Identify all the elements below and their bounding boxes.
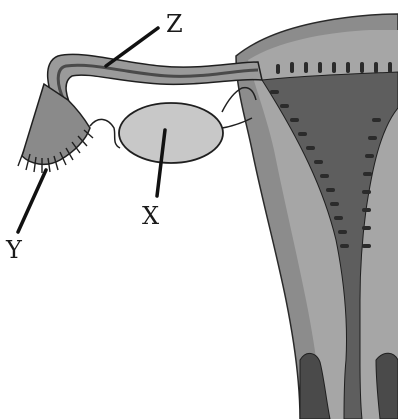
ovarian-fimbria-ligament	[90, 119, 120, 148]
label-x: X	[142, 202, 159, 230]
label-y: Y	[5, 236, 23, 264]
vaginal-canal	[376, 353, 398, 419]
fallopian-tube-outer	[48, 54, 262, 112]
label-z: Z	[166, 10, 183, 38]
ovary-body	[119, 103, 223, 163]
fimbriae	[18, 84, 120, 173]
leader-line-z	[106, 28, 158, 66]
leader-line-y	[18, 170, 46, 232]
ovary	[119, 88, 256, 163]
fallopian-tube	[48, 54, 262, 112]
